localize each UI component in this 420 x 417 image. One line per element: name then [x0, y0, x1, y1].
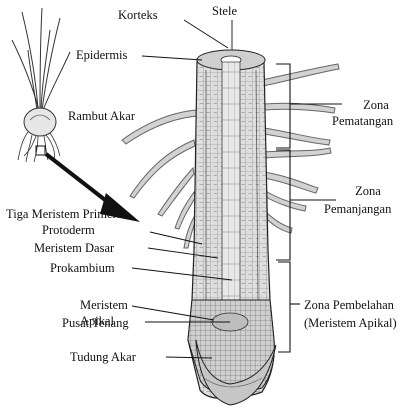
label-meristem-apikal-line1: Meristem [80, 298, 128, 312]
label-zona-pembelahan-line1: Zona Pembelahan [304, 298, 394, 312]
label-meristem-apikal-line2: Apikal [80, 314, 115, 328]
label-tiga-meristem-primer: Tiga Meristem Primer: [6, 207, 121, 221]
root-body [187, 49, 277, 406]
label-prokambium: Prokambium [50, 261, 115, 275]
label-meristem-dasar: Meristem Dasar [34, 241, 115, 255]
label-zona-pematangan-line2: Pematangan [332, 114, 394, 128]
root-hairs-left [121, 109, 198, 249]
zone-brackets [276, 63, 342, 353]
label-zona-pemanjangan-line2: Pemanjangan [324, 202, 392, 216]
magnify-pointer-arrow [44, 152, 140, 222]
label-zona-pembelahan-line2: (Meristem Apikal) [304, 316, 397, 330]
label-pusat-tenang: Pusat Tenang [62, 316, 129, 330]
label-korteks: Korteks [118, 8, 158, 22]
label-zona-pemanjangan-line1: Zona [355, 184, 381, 198]
label-epidermis: Epidermis [76, 48, 128, 62]
label-zona-pematangan-line1: Zona [363, 98, 389, 112]
root-hairs-right [261, 63, 340, 234]
plant-thumbnail-icon [11, 7, 71, 163]
label-protoderm: Protoderm [42, 223, 95, 237]
label-stele: Stele [212, 4, 237, 18]
leader-lines [131, 19, 233, 359]
label-rambut-akar: Rambut Akar [68, 109, 136, 123]
label-tudung-akar: Tudung Akar [70, 350, 136, 364]
